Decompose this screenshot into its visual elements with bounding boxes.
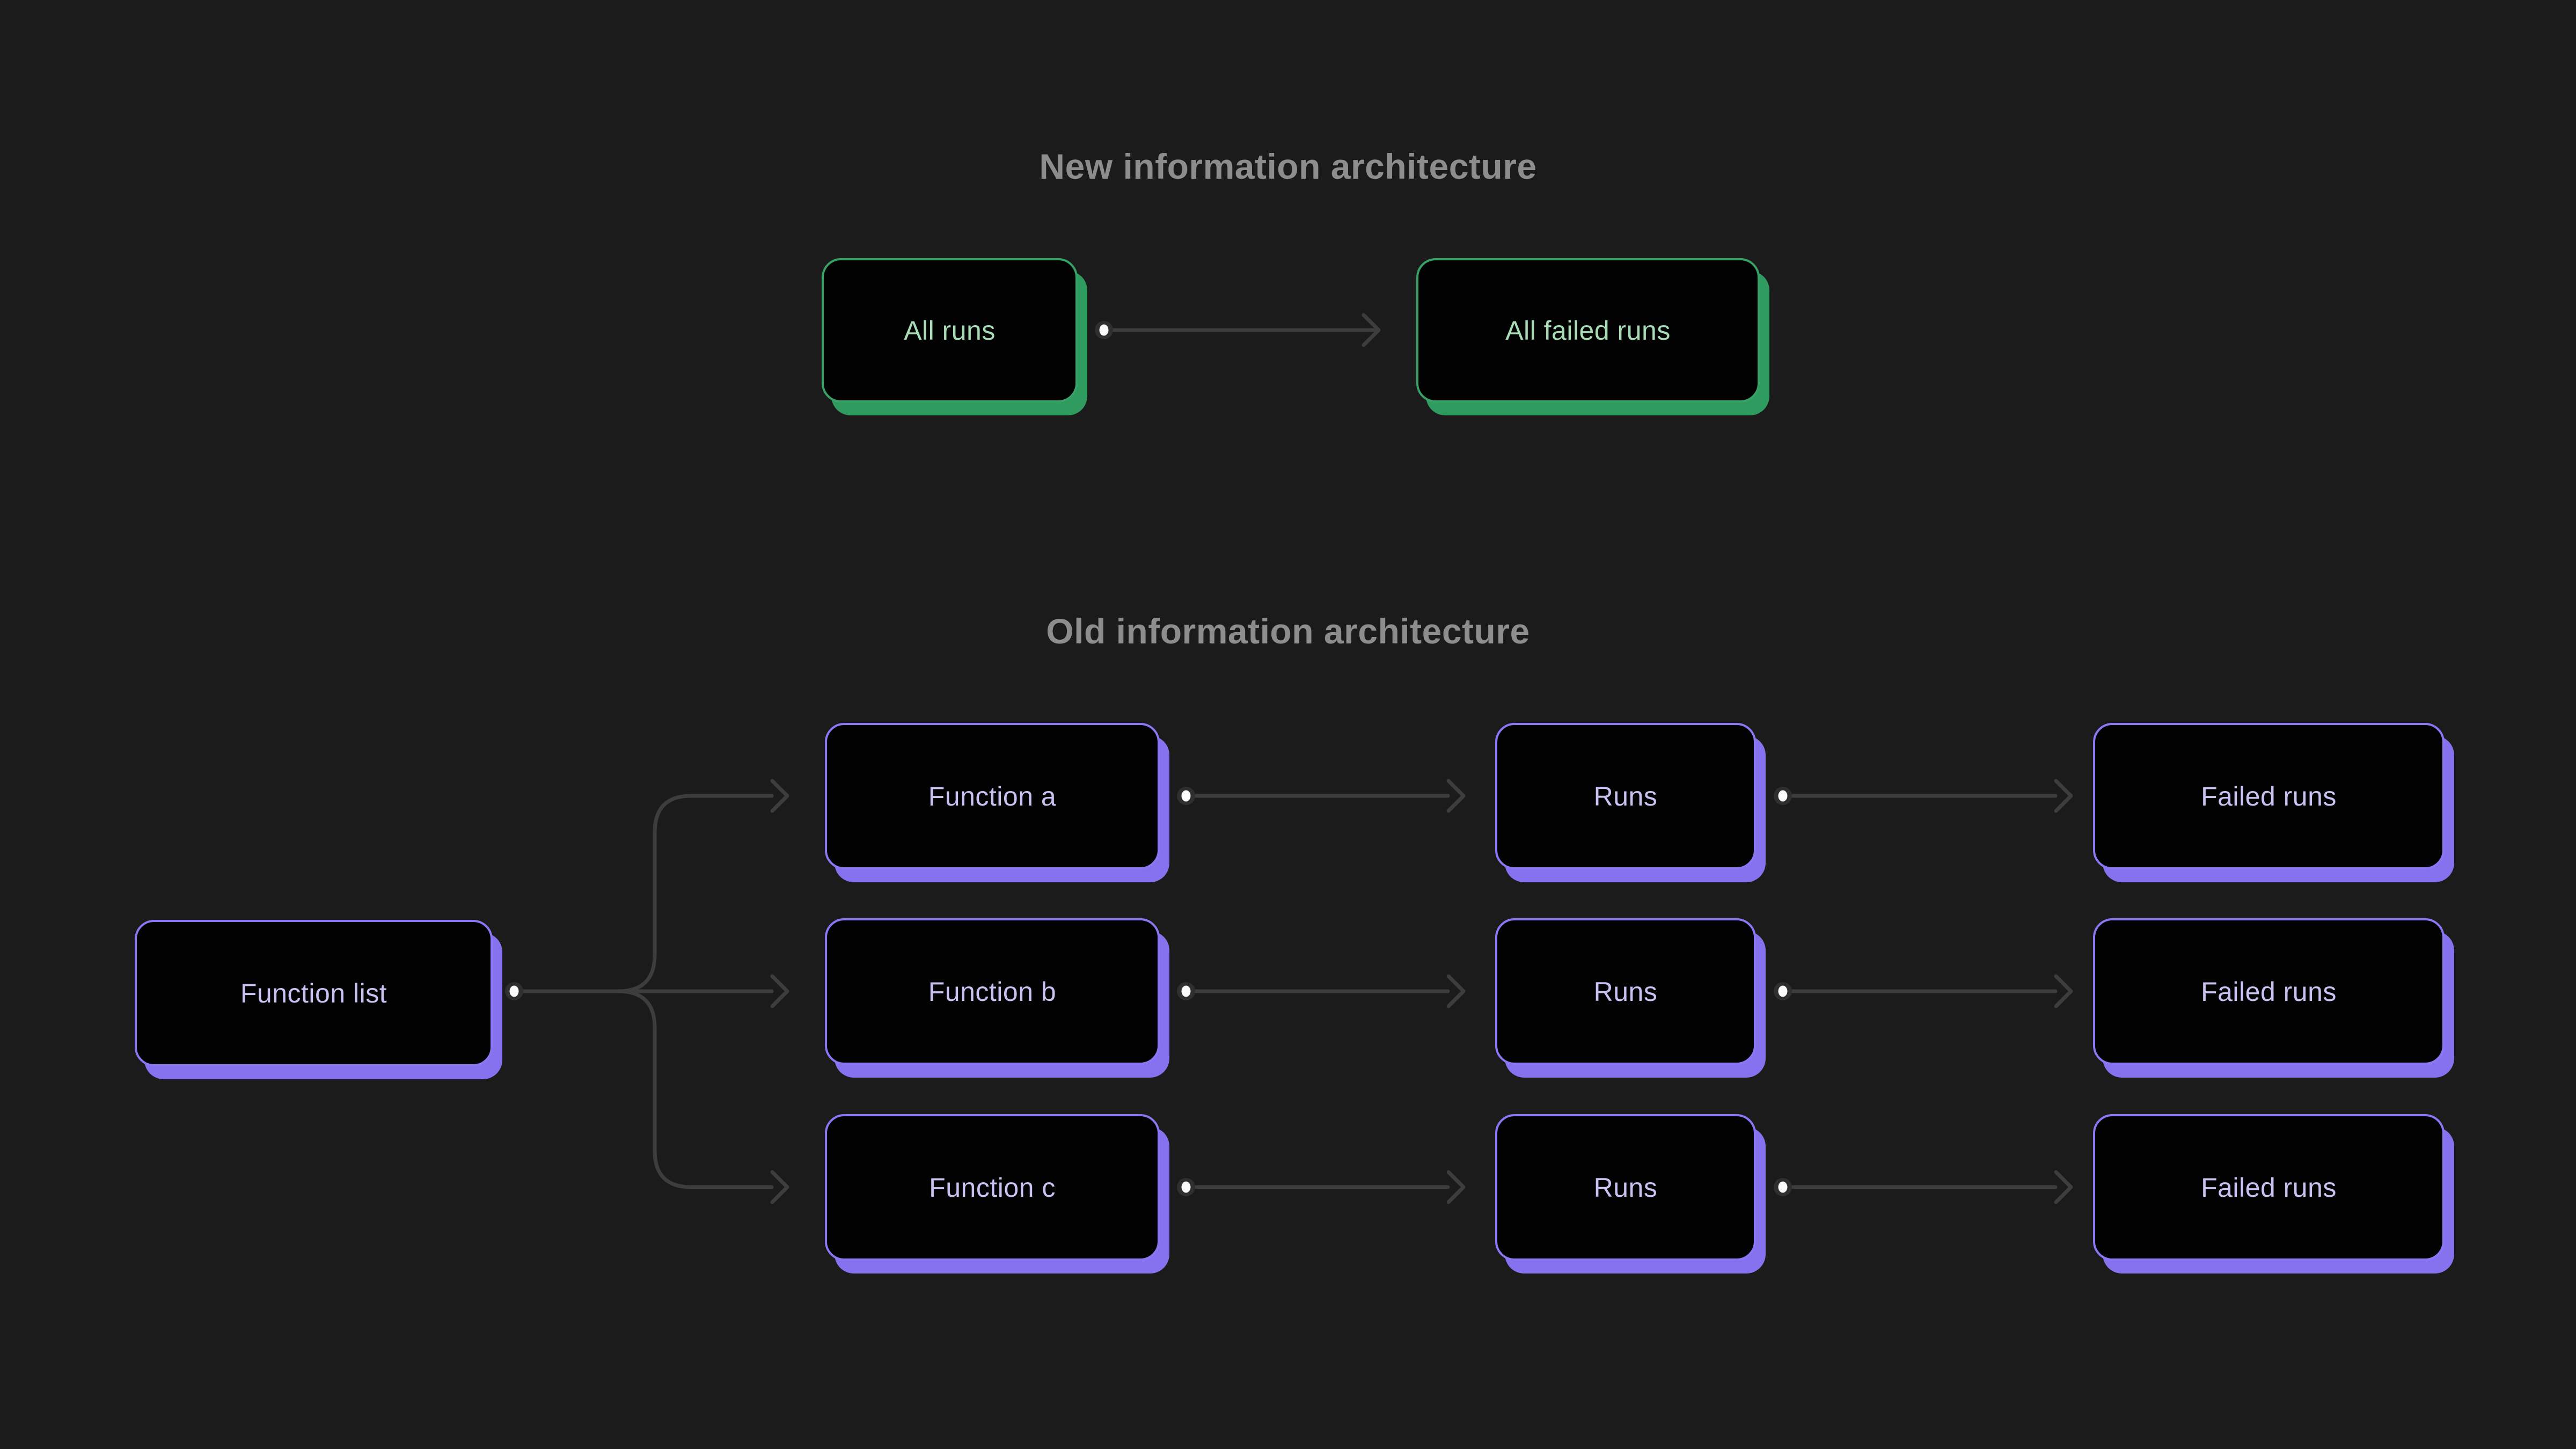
node-label: Function b <box>928 976 1057 1007</box>
node-failed-runs-a: Failed runs <box>2093 723 2445 869</box>
node-label: All runs <box>904 315 996 346</box>
connector-curve-functionlist-c <box>512 989 774 1189</box>
arrow-head-icon <box>2054 779 2073 813</box>
node-label: Function list <box>240 978 387 1008</box>
connector-dot-icon <box>1774 787 1792 805</box>
arrow-head-icon <box>1446 974 1466 1008</box>
node-runs-b: Runs <box>1495 918 1756 1065</box>
node-runs-a: Runs <box>1495 723 1756 869</box>
arrow-head-icon <box>2054 974 2073 1008</box>
node-label: Failed runs <box>2201 781 2337 811</box>
connector-dots <box>505 321 1792 1196</box>
node-function-b: Function b <box>825 918 1160 1065</box>
node-runs-c: Runs <box>1495 1114 1756 1261</box>
node-label: Function a <box>928 781 1057 811</box>
node-failed-runs-b: Failed runs <box>2093 918 2445 1065</box>
section-title-old: Old information architecture <box>1046 611 1530 651</box>
arrow-head-icon <box>770 779 789 813</box>
node-label: Function c <box>929 1172 1056 1203</box>
node-function-a: Function a <box>825 723 1160 869</box>
connector-dot-icon <box>505 982 523 1000</box>
arrow-head-icon <box>770 974 789 1008</box>
node-label: Failed runs <box>2201 976 2337 1007</box>
connector-dot-icon <box>1177 982 1195 1000</box>
node-function-list: Function list <box>135 920 493 1066</box>
connector-dot-icon <box>1177 1178 1195 1196</box>
arrow-head-icon <box>770 1170 789 1204</box>
arrow-head-icon <box>2054 1170 2073 1204</box>
connector-dot-icon <box>1177 787 1195 805</box>
section-title-new: New information architecture <box>1039 147 1537 186</box>
connector-dot-icon <box>1774 982 1792 1000</box>
arrow-head-icon <box>1446 779 1466 813</box>
arrow-head-icon <box>1362 313 1381 347</box>
arrow-head-icon <box>1446 1170 1466 1204</box>
node-label: All failed runs <box>1505 315 1671 346</box>
node-failed-runs-c: Failed runs <box>2093 1114 2445 1261</box>
node-label: Runs <box>1593 976 1658 1007</box>
connector-dot-icon <box>1774 1178 1792 1196</box>
connector-curve-functionlist-a <box>512 794 774 993</box>
node-function-c: Function c <box>825 1114 1160 1261</box>
node-all-failed-runs: All failed runs <box>1416 258 1760 402</box>
node-label: Failed runs <box>2201 1172 2337 1203</box>
node-all-runs: All runs <box>822 258 1078 402</box>
connector-dot-icon <box>1095 321 1113 339</box>
node-label: Runs <box>1593 781 1658 811</box>
node-label: Runs <box>1593 1172 1658 1203</box>
